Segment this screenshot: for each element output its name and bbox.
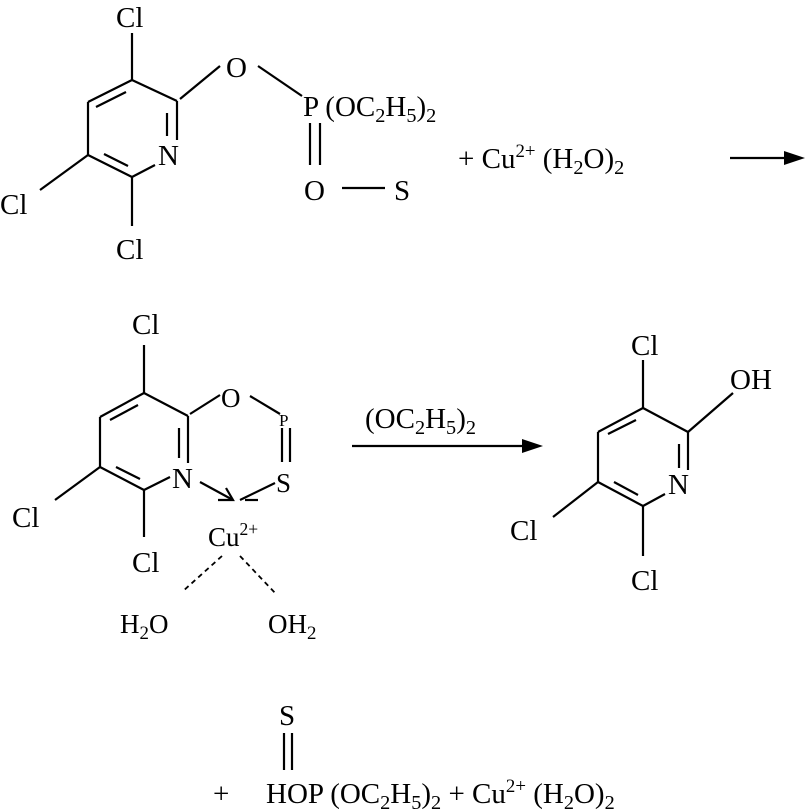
plus-sign: + (213, 778, 229, 810)
reaction-arrow (730, 151, 805, 165)
product-structure: Cl OH N Cl Cl (510, 330, 772, 597)
byproduct-formula: HOP (OC2​H5​)2​ + Cu2+​ (H2​O)2​ (266, 776, 615, 810)
phosphorus-label: P (279, 411, 288, 430)
chlorine-label: Cl (12, 502, 39, 534)
reaction-arrow (352, 439, 543, 453)
water-label: H2​O (120, 609, 168, 644)
reagent-label: + Cu2+​ (H2​O)2​ (458, 141, 624, 179)
chlorine-label: Cl (631, 565, 658, 597)
nitrogen-label: N (172, 463, 193, 495)
chlorine-label: Cl (116, 2, 143, 34)
hydroxyl-label: OH (730, 364, 772, 396)
sulfur-label: S (279, 700, 295, 732)
chlorine-label: Cl (0, 189, 27, 221)
sulfur-label: S (276, 468, 291, 498)
oxygen-label: O (221, 383, 241, 413)
copper-ion-label: Cu2+​ (208, 519, 258, 552)
chlorine-label: Cl (510, 515, 537, 547)
chlorine-label: Cl (132, 309, 159, 341)
water-label: OH2​ (268, 609, 316, 644)
chlorine-label: Cl (116, 234, 143, 266)
oxygen-label: O (226, 52, 247, 84)
oxygen-label: O (304, 175, 325, 207)
chlorine-label: Cl (132, 547, 159, 579)
byproducts: S + HOP (OC2​H5​)2​ + Cu2+​ (H2​O)2​ (213, 700, 615, 810)
chlorine-label: Cl (631, 330, 658, 362)
nitrogen-label: N (668, 469, 689, 501)
nitrogen-label: N (158, 140, 179, 172)
reactant-structure: Cl Cl Cl N O P (OC2​H5​)2​ O S (0, 2, 436, 266)
arrow-label: (OC2​H5​)2​ (365, 403, 476, 439)
phosphorus-group-label: P (OC2​H5​)2​ (303, 91, 436, 127)
sulfur-label: S (394, 175, 410, 207)
intermediate-structure: Cl Cl Cl N O P S Cu2+​ H2​O OH2​ (12, 309, 316, 644)
